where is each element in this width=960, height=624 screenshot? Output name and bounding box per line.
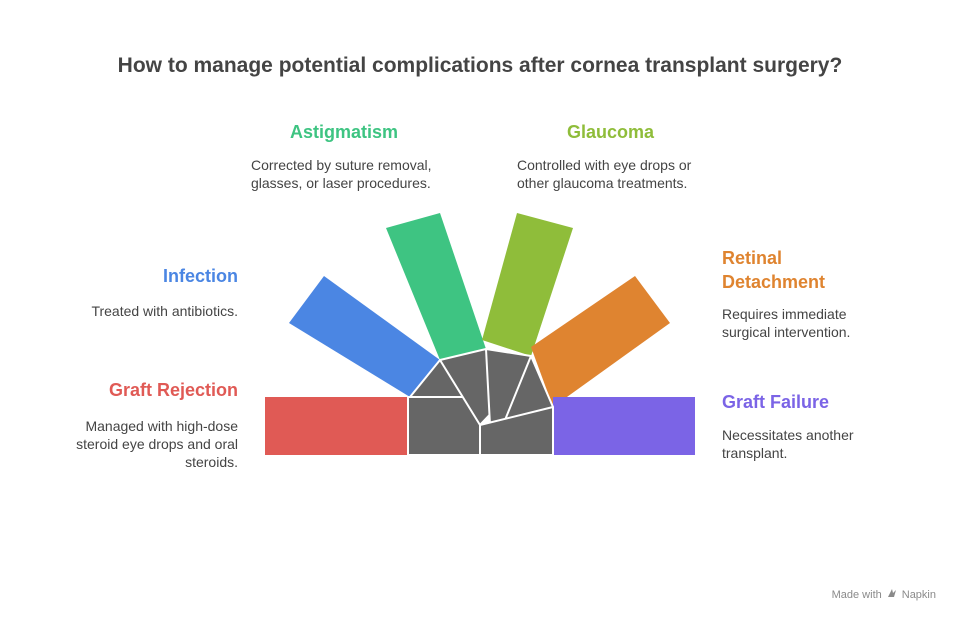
astigmatism-description: Corrected by suture removal, glasses, or… xyxy=(251,157,432,191)
footer-label: Made with xyxy=(831,588,882,601)
footer-credit: Made with Napkin xyxy=(832,587,936,602)
footer-brand: Napkin xyxy=(901,588,936,601)
graft-rejection-heading: Graft Rejection xyxy=(108,380,238,400)
astigmatism-blade xyxy=(386,213,486,360)
astigmatism-heading: Astigmatism xyxy=(290,122,399,142)
retinal-detachment-heading: Retinal Detachment xyxy=(722,248,826,292)
infection-description: Treated with antibiotics. xyxy=(91,303,238,319)
glaucoma-heading: Glaucoma xyxy=(567,122,655,142)
glaucoma-blade xyxy=(482,213,573,356)
infection-blade xyxy=(289,276,440,397)
graft-rejection-description: Managed with high-dose steroid eye drops… xyxy=(76,418,238,470)
infection-heading: Infection xyxy=(163,266,238,286)
page-title: How to manage potential complications af… xyxy=(117,54,843,77)
napkin-logo-icon xyxy=(886,587,898,602)
graft-failure-heading: Graft Failure xyxy=(722,392,830,412)
graft-rejection-blade xyxy=(265,397,408,455)
graft-failure-blade xyxy=(553,397,695,455)
hub-segment xyxy=(479,406,554,456)
retinal-detachment-blade xyxy=(531,276,670,407)
retinal-detachment-description: Requires immediate surgical intervention… xyxy=(722,306,851,340)
glaucoma-description: Controlled with eye drops or other glauc… xyxy=(517,157,692,191)
graft-failure-description: Necessitates another transplant. xyxy=(722,427,854,461)
